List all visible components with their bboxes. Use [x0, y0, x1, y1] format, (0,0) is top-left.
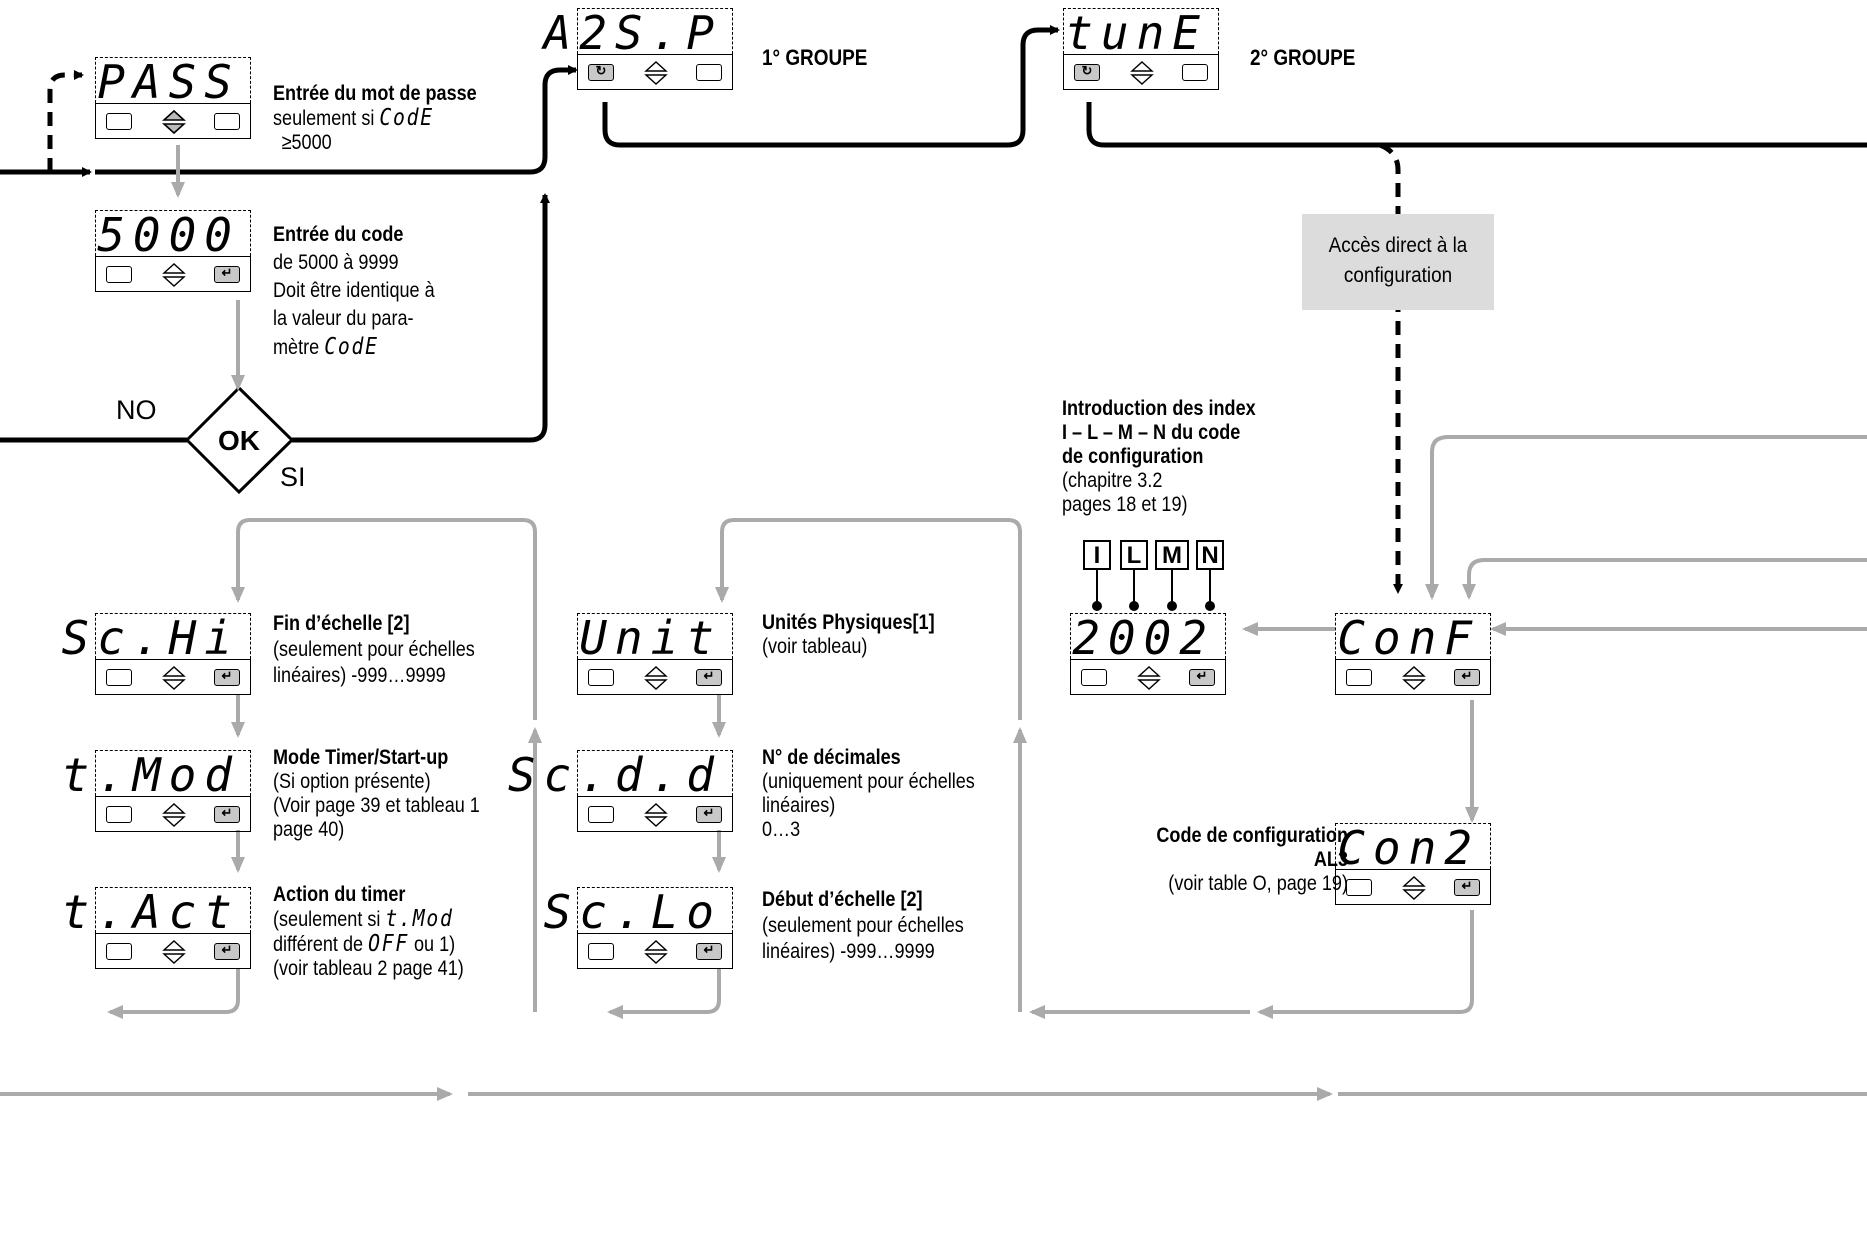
unit-description: Unités Physiques[1] (voir tableau): [762, 611, 935, 658]
tact-description: Action du timer (seulement si t.Mod diff…: [273, 883, 464, 980]
left-key: [106, 943, 132, 960]
display-value: PASS: [97, 55, 240, 109]
up-down-arrows-icon: [162, 263, 186, 287]
up-down-arrows-icon: [162, 803, 186, 827]
display-pass: PASS: [95, 57, 253, 139]
con2-description: Code de configuration AL3 (voir table O,…: [1156, 824, 1348, 895]
code-param: CodE: [324, 334, 379, 360]
index-n-box: N: [1196, 540, 1224, 570]
right-key: [214, 113, 240, 130]
display-value: Sc.Lo: [543, 885, 722, 939]
display-tune: tunE ↻: [1063, 8, 1221, 90]
display-scdd: Sc.d.d ↵: [508, 750, 735, 832]
display-value: ConF: [1337, 611, 1480, 665]
pass-title: Entrée du mot de passe: [273, 82, 477, 105]
left-key: [1346, 879, 1372, 896]
display-tmod: t.Mod ↵: [62, 750, 253, 832]
left-key: [1081, 669, 1107, 686]
display-value: Sc.d.d: [507, 748, 722, 802]
loop-key-icon: ↻: [1074, 63, 1100, 81]
index-i-box: I: [1083, 540, 1111, 570]
up-down-arrows-icon: [1402, 876, 1426, 900]
right-key: [696, 64, 722, 81]
direct-access-box: Accès direct à la configuration: [1302, 214, 1494, 310]
left-key: [588, 806, 614, 823]
tmod-description: Mode Timer/Start-up (Si option présente)…: [273, 746, 480, 841]
pass-description: Entrée du mot de passe seulement si CodE…: [273, 82, 477, 154]
enter-key-icon: ↵: [1189, 668, 1215, 686]
display-code: 5000 ↵: [95, 210, 253, 292]
up-down-arrows-icon: [1402, 666, 1426, 690]
up-down-arrows-icon: [162, 940, 186, 964]
group-2-label: 2° GROUPE: [1250, 45, 1356, 70]
loop-key-icon: ↻: [588, 63, 614, 81]
left-key: [1346, 669, 1372, 686]
display-con2: Con2 ↵: [1335, 823, 1493, 905]
right-key: [1182, 64, 1208, 81]
up-down-arrows-icon: [162, 666, 186, 690]
no-label: NO: [116, 395, 157, 425]
sclo-description: Début d’échelle [2] (seulement pour éche…: [762, 888, 964, 963]
enter-key-icon: ↵: [214, 942, 240, 960]
display-value: A2S.P: [543, 6, 722, 60]
display-value: Con2: [1337, 821, 1480, 875]
display-sclo: Sc.Lo ↵: [544, 887, 735, 969]
display-value: 2002: [1072, 611, 1215, 665]
enter-key-icon: ↵: [1454, 878, 1480, 896]
enter-key-icon: ↵: [696, 942, 722, 960]
up-down-arrows-icon: [644, 61, 668, 85]
code-description: Entrée du code de 5000 à 9999 Doit être …: [273, 223, 435, 360]
index-intro: Introduction des index I – L – M – N du …: [1062, 397, 1256, 516]
left-key: [588, 943, 614, 960]
si-label: SI: [280, 462, 306, 492]
up-down-arrows-icon: [162, 109, 186, 135]
display-value: Sc.Hi: [61, 611, 240, 665]
display-unit: Unit ↵: [577, 613, 735, 695]
left-key: [106, 669, 132, 686]
up-down-arrows-icon: [644, 940, 668, 964]
enter-key-icon: ↵: [1454, 668, 1480, 686]
up-down-arrows-icon: [644, 666, 668, 690]
display-a2sp: A2S.P ↻: [544, 8, 735, 90]
display-schi: Sc.Hi ↵: [62, 613, 253, 695]
scdd-description: N° de décimales (uniquement pour échelle…: [762, 746, 975, 841]
enter-key-icon: ↵: [214, 668, 240, 686]
enter-key-icon: ↵: [214, 805, 240, 823]
display-value: t.Act: [61, 885, 240, 939]
code-param: CodE: [379, 105, 434, 131]
left-key: [588, 669, 614, 686]
schi-description: Fin d’échelle [2] (seulement pour échell…: [273, 612, 475, 687]
display-value: 5000: [97, 208, 240, 262]
up-down-arrows-icon: [1137, 666, 1161, 690]
enter-key-icon: ↵: [696, 668, 722, 686]
ok-label: OK: [218, 425, 260, 456]
left-key: [106, 113, 132, 130]
index-l-box: L: [1120, 540, 1148, 570]
code-title: Entrée du code: [273, 223, 404, 246]
group-1-label: 1° GROUPE: [762, 45, 868, 70]
up-down-arrows-icon: [1130, 61, 1154, 85]
enter-key-icon: ↵: [214, 265, 240, 283]
index-m-box: M: [1155, 540, 1189, 570]
display-value: t.Mod: [61, 748, 240, 802]
display-tact: t.Act ↵: [62, 887, 253, 969]
display-value: tunE: [1065, 6, 1208, 60]
display-value: Unit: [579, 611, 722, 665]
enter-key-icon: ↵: [696, 805, 722, 823]
up-down-arrows-icon: [644, 803, 668, 827]
left-key: [106, 266, 132, 283]
left-key: [106, 806, 132, 823]
display-2002: 2002 ↵: [1070, 613, 1228, 695]
display-conf: ConF ↵: [1335, 613, 1493, 695]
